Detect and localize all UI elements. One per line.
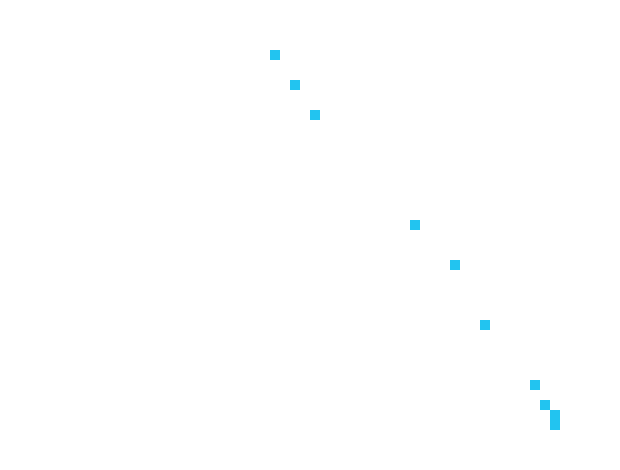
cell-1 [270, 50, 280, 60]
cell-5 [450, 260, 460, 270]
cell-6 [480, 320, 490, 330]
cell-7 [530, 380, 540, 390]
cell-10 [550, 420, 560, 430]
cell-9 [550, 410, 560, 420]
cell-2 [290, 80, 300, 90]
cell-4 [410, 220, 420, 230]
cell-8 [540, 400, 550, 410]
cell-3 [310, 110, 320, 120]
